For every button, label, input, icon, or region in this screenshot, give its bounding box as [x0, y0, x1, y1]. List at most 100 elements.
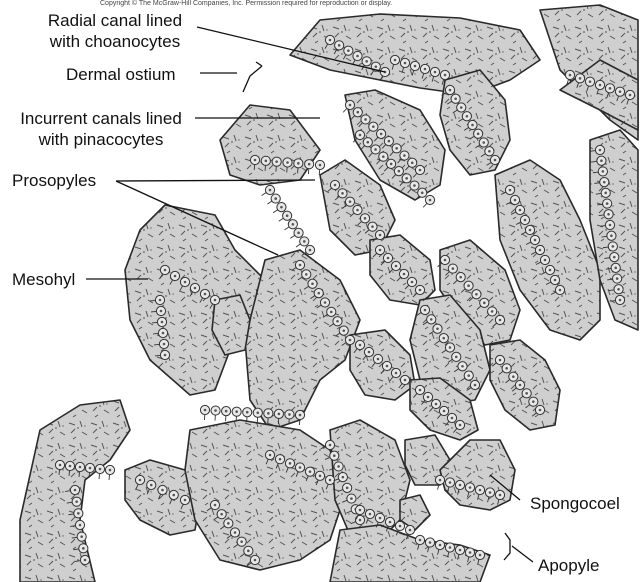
- choanocyte-flagellum: [296, 244, 300, 247]
- choanocyte-nucleus: [341, 192, 344, 195]
- choanocyte-nucleus: [483, 302, 486, 305]
- choanocyte-nucleus: [240, 540, 243, 543]
- choanocyte-nucleus: [297, 162, 300, 165]
- choanocyte-nucleus: [609, 224, 612, 227]
- choanocyte-nucleus: [604, 192, 607, 195]
- choanocyte-nucleus: [475, 293, 478, 296]
- choanocyte-nucleus: [256, 411, 259, 414]
- choanocyte-nucleus: [411, 281, 414, 284]
- choanocyte-nucleus: [489, 491, 492, 494]
- choanocyte-nucleus: [289, 462, 292, 465]
- choanocyte-nucleus: [388, 140, 391, 143]
- choanocyte-nucleus: [491, 310, 494, 313]
- bracket-apopyle: [504, 533, 533, 562]
- choanocyte-nucleus: [539, 249, 542, 252]
- choanocyte-nucleus: [359, 509, 362, 512]
- choanocyte-nucleus: [419, 169, 422, 172]
- choanocyte-nucleus: [164, 269, 167, 272]
- choanocyte-nucleus: [269, 189, 272, 192]
- choanocyte-nucleus: [599, 84, 602, 87]
- choanocyte-nucleus: [369, 513, 372, 516]
- choanocyte-nucleus: [279, 458, 282, 461]
- choanocyte-nucleus: [79, 466, 82, 469]
- choanocyte-nucleus: [525, 392, 528, 395]
- choanocyte-nucleus: [324, 301, 327, 304]
- choanocyte-nucleus: [436, 327, 439, 330]
- choanocyte-nucleus: [403, 154, 406, 157]
- choanocyte-flagellum: [343, 108, 347, 112]
- choanocyte-nucleus: [317, 292, 320, 295]
- choanocyte-nucleus: [297, 232, 300, 235]
- choanocyte-nucleus: [559, 289, 562, 292]
- choanocyte-nucleus: [204, 409, 207, 412]
- label-mesohyl: Mesohyl: [12, 269, 75, 290]
- choanocyte-nucleus: [214, 409, 217, 412]
- choanocyte-nucleus: [337, 465, 340, 468]
- choanocyte-nucleus: [334, 184, 337, 187]
- choanocyte-nucleus: [330, 311, 333, 314]
- choanocyte-nucleus: [204, 293, 207, 296]
- choanocyte-nucleus: [286, 161, 289, 164]
- choanocyte-nucleus: [395, 147, 398, 150]
- choanocyte-nucleus: [359, 134, 362, 137]
- choanocyte-nucleus: [494, 159, 497, 162]
- choanocyte-nucleus: [184, 499, 187, 502]
- choanocyte-nucleus: [579, 77, 582, 80]
- choanocyte-nucleus: [399, 525, 402, 528]
- choanocyte-nucleus: [554, 279, 557, 282]
- choanocyte-nucleus: [329, 444, 332, 447]
- choanocyte-nucleus: [280, 206, 283, 209]
- choanocyte-nucleus: [333, 454, 336, 457]
- choanocyte-nucleus: [99, 468, 102, 471]
- choanocyte-flagellum: [285, 227, 289, 230]
- choanocyte-nucleus: [308, 163, 311, 166]
- choanocyte-nucleus: [460, 106, 463, 109]
- choanocyte-flagellum: [273, 210, 277, 213]
- choanocyte-nucleus: [394, 59, 397, 62]
- choanocyte-nucleus: [338, 44, 341, 47]
- choanocyte-nucleus: [429, 199, 432, 202]
- choanocyte-nucleus: [499, 359, 502, 362]
- choanocyte-nucleus: [80, 535, 83, 538]
- choanocyte-nucleus: [424, 68, 427, 71]
- choanocyte-nucleus: [225, 410, 228, 413]
- choanocyte-nucleus: [342, 476, 345, 479]
- choanocyte-nucleus: [403, 273, 406, 276]
- choanocyte-nucleus: [599, 149, 602, 152]
- choanocyte-nucleus: [439, 479, 442, 482]
- choanocyte-nucleus: [449, 89, 452, 92]
- choanocyte-nucleus: [319, 164, 322, 167]
- choanocyte-flagellum: [109, 475, 110, 480]
- choanocyte-nucleus: [467, 374, 470, 377]
- choanocyte-nucleus: [278, 413, 281, 416]
- choanocyte-nucleus: [519, 209, 522, 212]
- choanocyte-nucleus: [288, 413, 291, 416]
- label-incurrent-line2: with pinacocytes: [6, 129, 196, 150]
- choanocyte-flagellum: [267, 201, 271, 204]
- choanocyte-nucleus: [292, 223, 295, 226]
- choanocyte-nucleus: [366, 141, 369, 144]
- choanocyte-nucleus: [356, 55, 359, 58]
- choanocyte-nucleus: [390, 163, 393, 166]
- choanocyte-flagellum: [279, 218, 283, 221]
- choanocyte-nucleus: [544, 259, 547, 262]
- choanocyte-nucleus: [524, 219, 527, 222]
- choanocyte-nucleus: [449, 546, 452, 549]
- choanocyte-nucleus: [505, 367, 508, 370]
- choanocyte-nucleus: [161, 489, 164, 492]
- choanocyte-nucleus: [427, 396, 430, 399]
- choanocyte-nucleus: [377, 358, 380, 361]
- choanocyte-flagellum: [69, 471, 70, 476]
- choanocyte-nucleus: [479, 489, 482, 492]
- choanocyte-nucleus: [404, 62, 407, 65]
- choanocyte-flagellum: [262, 193, 266, 196]
- choanocyte-nucleus: [617, 288, 620, 291]
- choanocyte-nucleus: [69, 465, 72, 468]
- choanocyte-nucleus: [539, 409, 542, 412]
- choanocyte-nucleus: [214, 299, 217, 302]
- choanocyte-nucleus: [299, 264, 302, 267]
- choanocyte-nucleus: [499, 319, 502, 322]
- choanocyte-nucleus: [82, 547, 85, 550]
- choanocyte-nucleus: [616, 277, 619, 280]
- choanocyte-nucleus: [452, 267, 455, 270]
